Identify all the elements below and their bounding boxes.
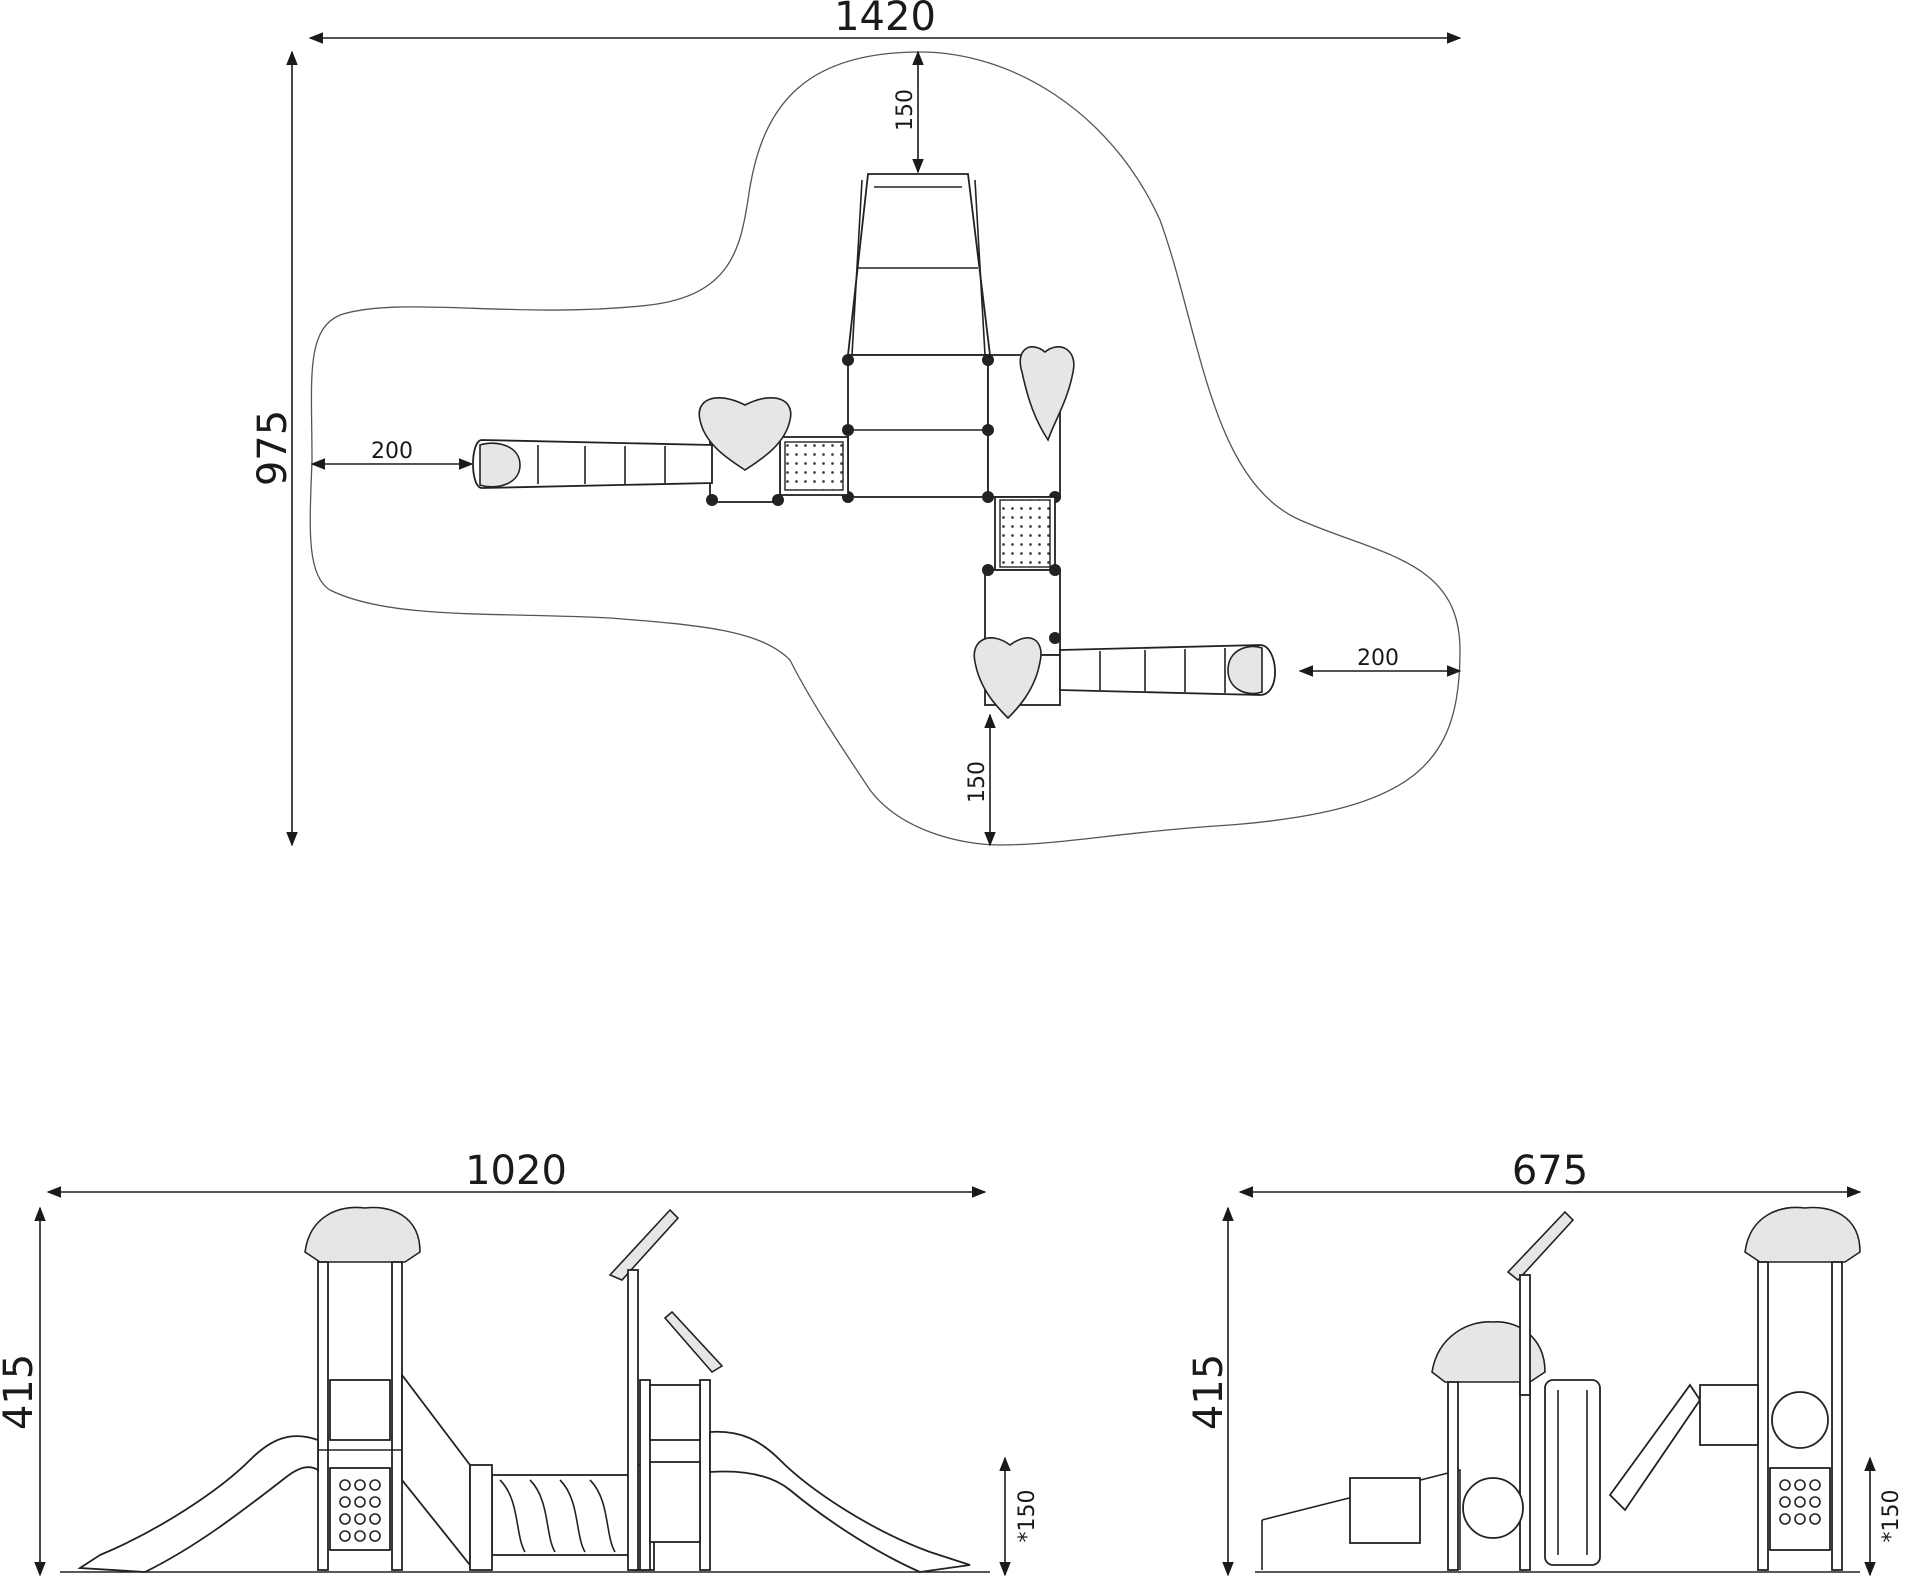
plan-roof-left xyxy=(698,396,792,471)
plan-roof-right xyxy=(1019,346,1075,442)
side-round-panel xyxy=(1462,1477,1524,1539)
side-fall-height-label: *150 xyxy=(1879,1490,1904,1543)
plan-top-clearance-label: 150 xyxy=(893,89,918,131)
front-perforated-panel xyxy=(649,1461,701,1543)
plan-tower-upper xyxy=(847,354,989,498)
plan-height-label: 975 xyxy=(250,410,296,486)
side-elevation: 675 415 *150 xyxy=(1186,1148,1904,1577)
front-slide-left xyxy=(77,1435,319,1573)
front-mast-roof xyxy=(608,1208,680,1281)
side-panel-middle xyxy=(1699,1384,1759,1446)
side-tube-slide xyxy=(1544,1379,1601,1566)
safety-zone-outline xyxy=(309,51,1461,846)
plan-equipment xyxy=(472,173,1276,720)
side-roof-left xyxy=(1431,1321,1546,1383)
plan-ramp xyxy=(846,173,992,356)
side-round-window xyxy=(1771,1391,1829,1449)
plan-right-clearance-label: 200 xyxy=(1357,646,1399,671)
front-height-label: 415 xyxy=(0,1354,42,1430)
front-roof-right xyxy=(663,1310,724,1374)
plan-view: 1420 975 150 150 200 200 xyxy=(250,0,1462,847)
front-elevation: 1020 415 *150 xyxy=(0,1148,1040,1577)
side-roof-right xyxy=(1744,1206,1861,1263)
front-ramp xyxy=(401,1372,471,1568)
side-width-label: 675 xyxy=(1512,1148,1588,1194)
plan-slide-right xyxy=(1059,644,1276,696)
plan-left-clearance-label: 200 xyxy=(371,439,413,464)
front-fall-height-label: *150 xyxy=(1015,1490,1040,1543)
front-width-label: 1020 xyxy=(465,1148,567,1194)
side-climbing-panel xyxy=(1769,1467,1831,1551)
plan-bottom-clearance-label: 150 xyxy=(965,761,990,803)
side-bridge-panel xyxy=(1349,1477,1421,1544)
plan-slide-left xyxy=(472,439,713,489)
side-height-label: 415 xyxy=(1186,1354,1232,1430)
plan-roof-lower xyxy=(973,637,1042,720)
plan-width-label: 1420 xyxy=(834,0,936,40)
side-mast-roof xyxy=(1506,1210,1575,1282)
front-roof-left xyxy=(304,1206,421,1263)
side-ramp xyxy=(1608,1383,1702,1512)
front-equipment xyxy=(60,1206,990,1573)
front-slide-right xyxy=(709,1430,971,1573)
front-panel-upper xyxy=(329,1379,391,1441)
side-equipment xyxy=(1255,1206,1861,1573)
front-panel-right xyxy=(649,1384,701,1441)
